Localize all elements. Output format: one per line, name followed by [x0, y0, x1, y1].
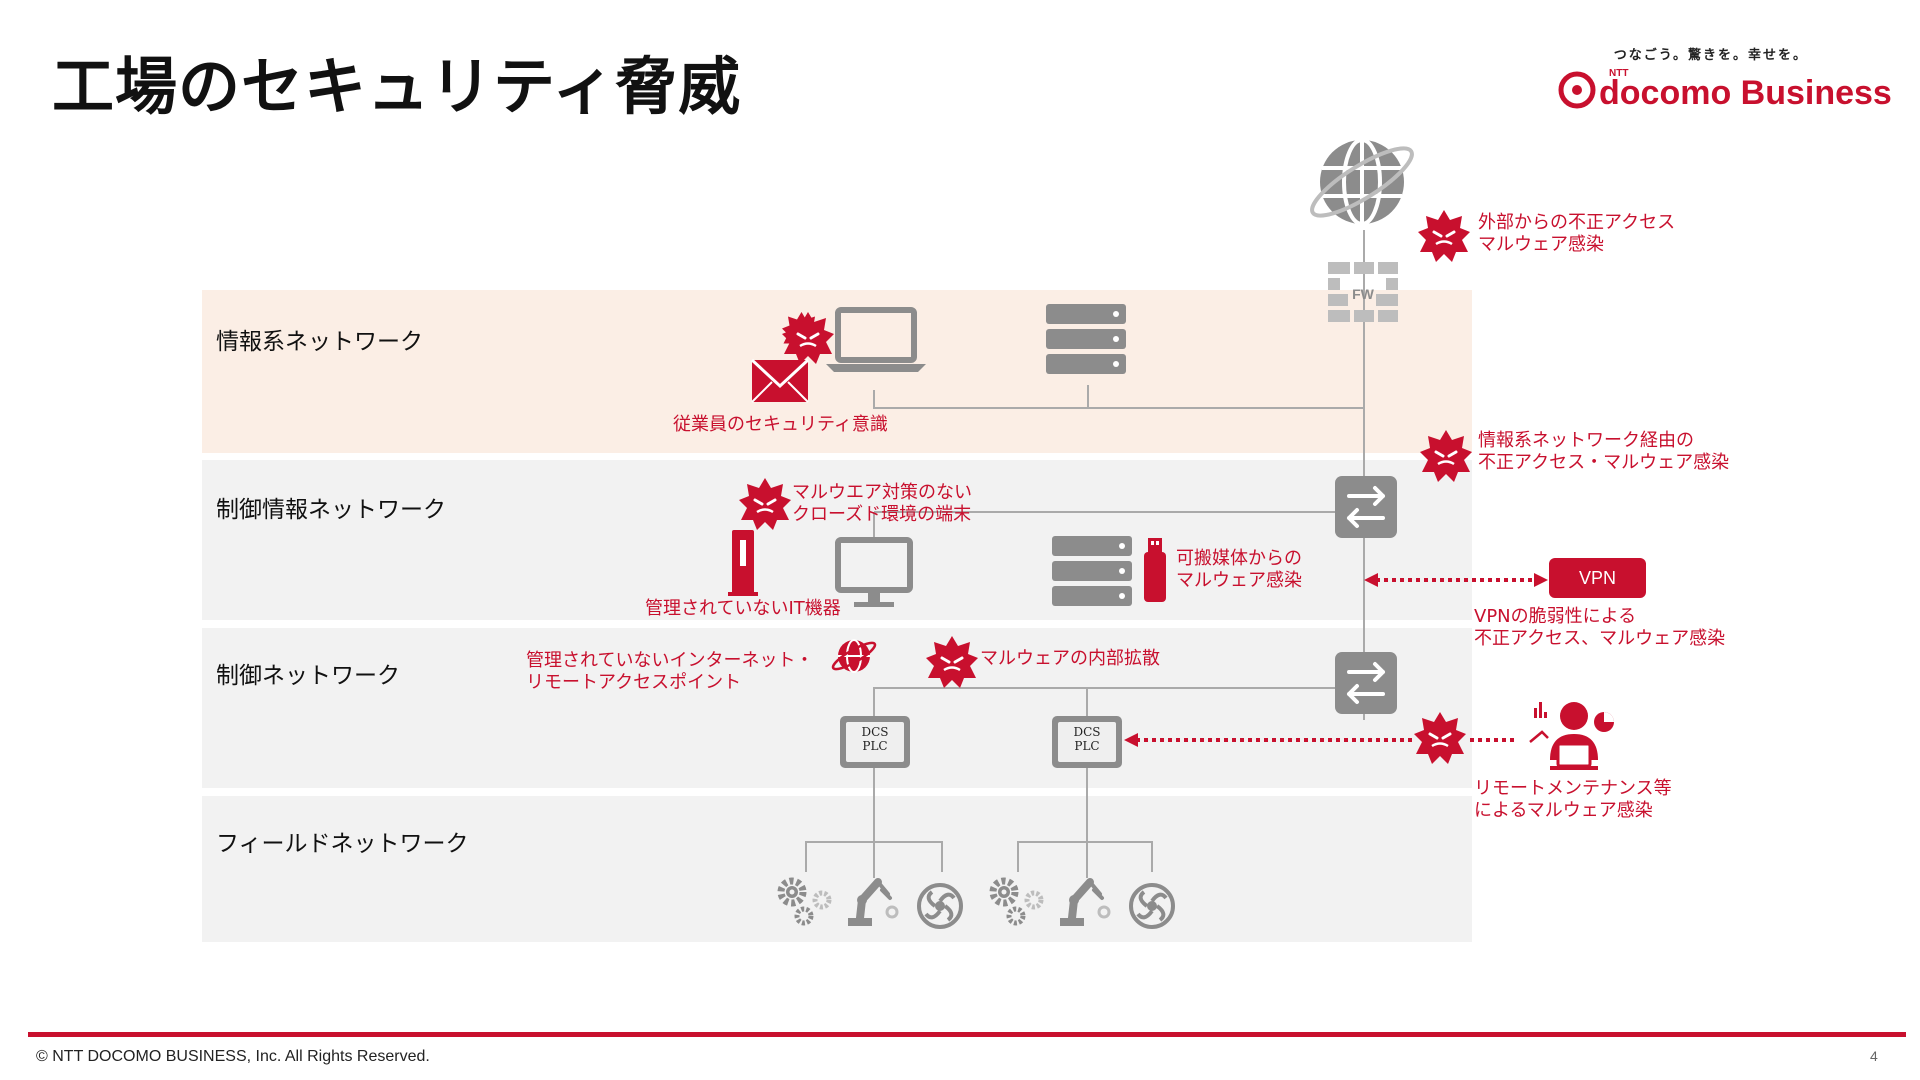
virus-icon [1416, 208, 1472, 264]
robot-arm-icon [848, 882, 897, 926]
threat-via-it-network: 情報系ネットワーク経由の 不正アクセス・マルウェア感染 [1478, 430, 1730, 473]
robot-arm-icon [1060, 882, 1109, 926]
dcs-label: DCS [1073, 725, 1100, 739]
threat-internal-spread: マルウェアの内部拡散 [980, 648, 1160, 669]
page-title: 工場のセキュリティ脅威 [52, 50, 742, 123]
virus-icon [1418, 428, 1474, 484]
plc-label: PLC [1074, 739, 1099, 753]
zone-control-network [202, 628, 1472, 788]
threat-remote-maintenance: リモートメンテナンス等 によるマルウェア感染 [1474, 778, 1672, 821]
threat-employee-awareness: 従業員のセキュリティ意識 [673, 414, 888, 435]
server-icon [1052, 536, 1132, 606]
logo-ntt: NTT [1609, 68, 1628, 79]
threat-vpn-vuln: VPNの脆弱性による 不正アクセス、マルウェア感染 [1474, 606, 1726, 649]
usb-icon [1144, 538, 1166, 602]
switch-icon [1333, 650, 1399, 716]
threat-removable-media: 可搬媒体からの マルウェア感染 [1176, 548, 1302, 591]
fan-icon [917, 883, 963, 929]
zone-label-control-info: 制御情報ネットワーク [216, 497, 446, 523]
firewall-label: FW [1352, 286, 1375, 302]
fan-icon [1129, 883, 1175, 929]
gears-icon [993, 881, 1041, 923]
virus-icon [924, 634, 980, 690]
zone-label-field: フィールドネットワーク [216, 831, 469, 857]
logo-tagline: つなごう。驚きを。幸せを。 [1613, 48, 1808, 63]
copyright: © NTT DOCOMO BUSINESS, Inc. All Rights R… [36, 1048, 430, 1065]
laptop-icon [826, 307, 926, 372]
tower-device-icon [728, 530, 758, 596]
switch-icon [1333, 474, 1399, 540]
threat-unmanaged-it: 管理されていないIT機器 [645, 598, 841, 619]
firewall-icon: FW [1328, 262, 1398, 322]
zone-field-network [202, 796, 1472, 942]
docomo-business-logo: NTT docomo Business [1558, 68, 1892, 112]
threat-closed-env: マルウエア対策のない クローズド環境の端末 [792, 482, 972, 525]
vpn-button[interactable]: VPN [1549, 558, 1646, 598]
virus-icon [737, 476, 793, 532]
dcs-label: DCS [861, 725, 888, 739]
internet-globe-icon [831, 639, 877, 673]
footer-divider [28, 1032, 1906, 1037]
globe-icon [1310, 138, 1414, 226]
zone-label-control: 制御ネットワーク [216, 663, 400, 689]
email-icon [750, 358, 810, 403]
threat-external: 外部からの不正アクセス マルウェア感染 [1478, 212, 1676, 255]
gears-icon [781, 881, 829, 923]
logo-brand: docomo Business [1599, 74, 1892, 112]
page-number: 4 [1870, 1048, 1878, 1064]
virus-icon [1412, 710, 1468, 766]
zone-label-it: 情報系ネットワーク [216, 329, 423, 355]
monitor-icon [835, 537, 913, 607]
remote-worker-icon [1529, 702, 1614, 770]
threat-unmanaged-internet: 管理されていないインターネット・ リモートアクセスポイント [526, 650, 814, 693]
plc-label: PLC [862, 739, 887, 753]
server-icon [1046, 304, 1126, 374]
